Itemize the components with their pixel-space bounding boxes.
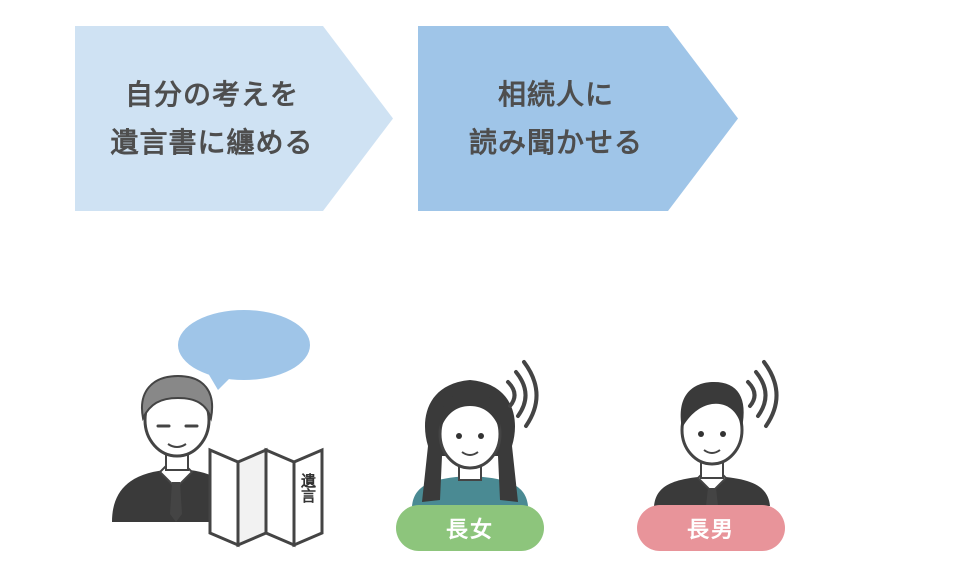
step-write-will: 自分の考えを 遺言書に纏める [75, 26, 393, 211]
daughter-figure-icon [412, 360, 539, 506]
document-label: 遺言 [299, 472, 317, 504]
step-1-text: 自分の考えを 遺言書に纏める [110, 71, 313, 167]
chevron-shape [75, 26, 393, 211]
step-1-line-1: 自分の考えを [124, 77, 299, 111]
eldest-son-badge: 長男 [637, 505, 785, 551]
chevron-shape [418, 26, 738, 211]
eldest-daughter-badge: 長女 [396, 505, 544, 551]
step-1-line-2: 遺言書に纏める [110, 125, 314, 159]
step-read-aloud: 相続人に 読み聞かせる [418, 26, 738, 211]
father-figure-icon [112, 374, 240, 522]
son-figure-icon [654, 360, 779, 506]
speech-bubble-icon [178, 310, 310, 390]
will-document-icon: 遺言 [208, 447, 324, 548]
step-2-line-1: 相続人に [497, 77, 614, 111]
step-2-line-2: 読み聞かせる [468, 125, 643, 159]
step-2-text: 相続人に 読み聞かせる [469, 71, 643, 167]
